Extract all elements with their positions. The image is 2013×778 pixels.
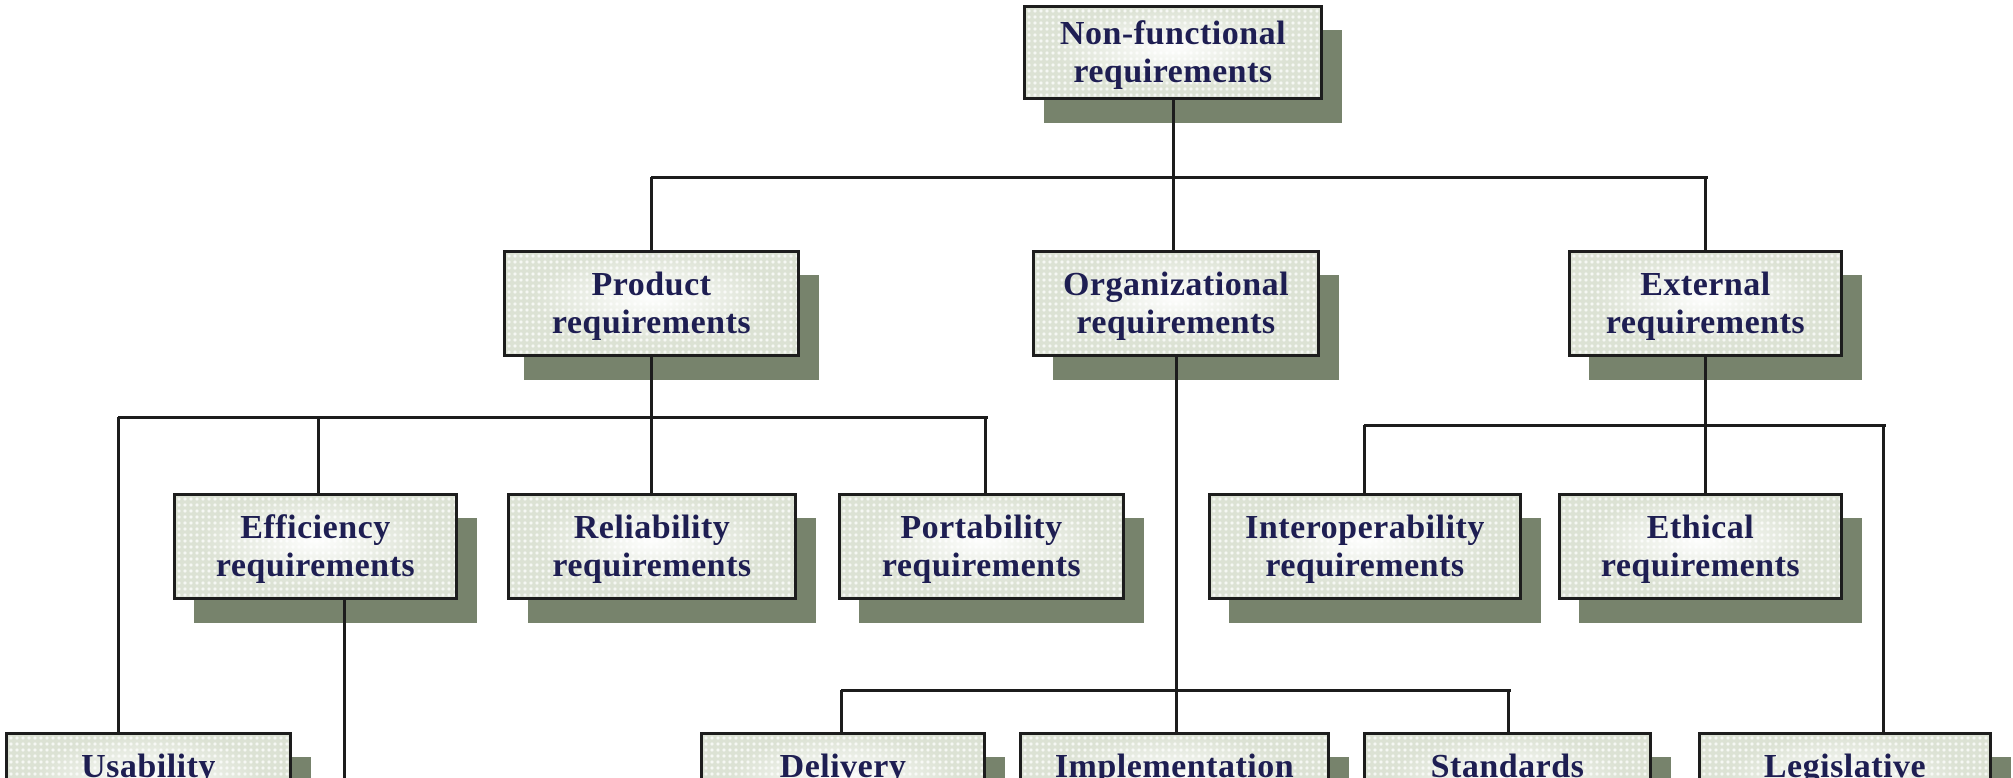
- connector-line-vertical-10: [1175, 357, 1178, 732]
- node-label-line1: Portability: [900, 508, 1063, 546]
- connector-line-vertical-12: [840, 690, 843, 732]
- connector-line-horizontal-11: [841, 689, 1511, 692]
- node-label-line1: Product: [591, 265, 712, 303]
- node-delivery: Delivery: [700, 732, 986, 778]
- node-label-line2: requirements: [215, 546, 416, 584]
- node-label-line1: Implementation: [1054, 747, 1295, 778]
- connector-line-vertical-3: [1704, 177, 1707, 250]
- connector-line-vertical-17: [1882, 425, 1885, 732]
- connector-line-vertical-16: [1363, 425, 1366, 493]
- node-label-line1: Usability: [81, 747, 216, 778]
- node-label-line1: External: [1640, 265, 1771, 303]
- connector-line-vertical-7: [317, 417, 320, 493]
- node-label-line1: Ethical: [1646, 508, 1755, 546]
- node-implementation: Implementation: [1019, 732, 1330, 778]
- connector-line-vertical-2: [650, 177, 653, 250]
- connector-line-vertical-8: [984, 417, 987, 493]
- node-label-line1: Efficiency: [240, 508, 391, 546]
- node-legislative: Legislative: [1698, 732, 1992, 778]
- connector-line-vertical-6: [117, 417, 120, 732]
- node-label-line2: requirements: [1605, 303, 1806, 341]
- connector-line-vertical-13: [1507, 690, 1510, 732]
- connector-line-vertical-0: [1172, 100, 1175, 250]
- node-standards: Standards: [1363, 732, 1652, 778]
- node-label-line1: Interoperability: [1245, 508, 1485, 546]
- connector-line-vertical-4: [650, 357, 653, 493]
- node-label-line2: requirements: [1076, 303, 1276, 341]
- node-usability: Usability: [5, 732, 292, 778]
- node-label-line2: requirements: [551, 303, 752, 341]
- node-label-line2: requirements: [1073, 52, 1273, 90]
- connector-line-horizontal-1: [651, 176, 1708, 179]
- connector-line-horizontal-5: [118, 416, 988, 419]
- node-label-line1: Reliability: [573, 508, 731, 546]
- node-label-line2: requirements: [552, 546, 752, 584]
- node-label-line1: Standards: [1430, 747, 1585, 778]
- connector-line-horizontal-15: [1364, 424, 1886, 427]
- node-label-line1: Legislative: [1763, 747, 1927, 778]
- node-label-line1: Non-functional: [1059, 14, 1287, 52]
- connector-line-vertical-9: [343, 600, 346, 778]
- node-label-line1: Organizational: [1062, 265, 1290, 303]
- node-label-line2: requirements: [1600, 546, 1801, 584]
- node-label-line2: requirements: [1265, 546, 1465, 584]
- node-label-line2: requirements: [881, 546, 1082, 584]
- node-label-line1: Delivery: [779, 747, 907, 778]
